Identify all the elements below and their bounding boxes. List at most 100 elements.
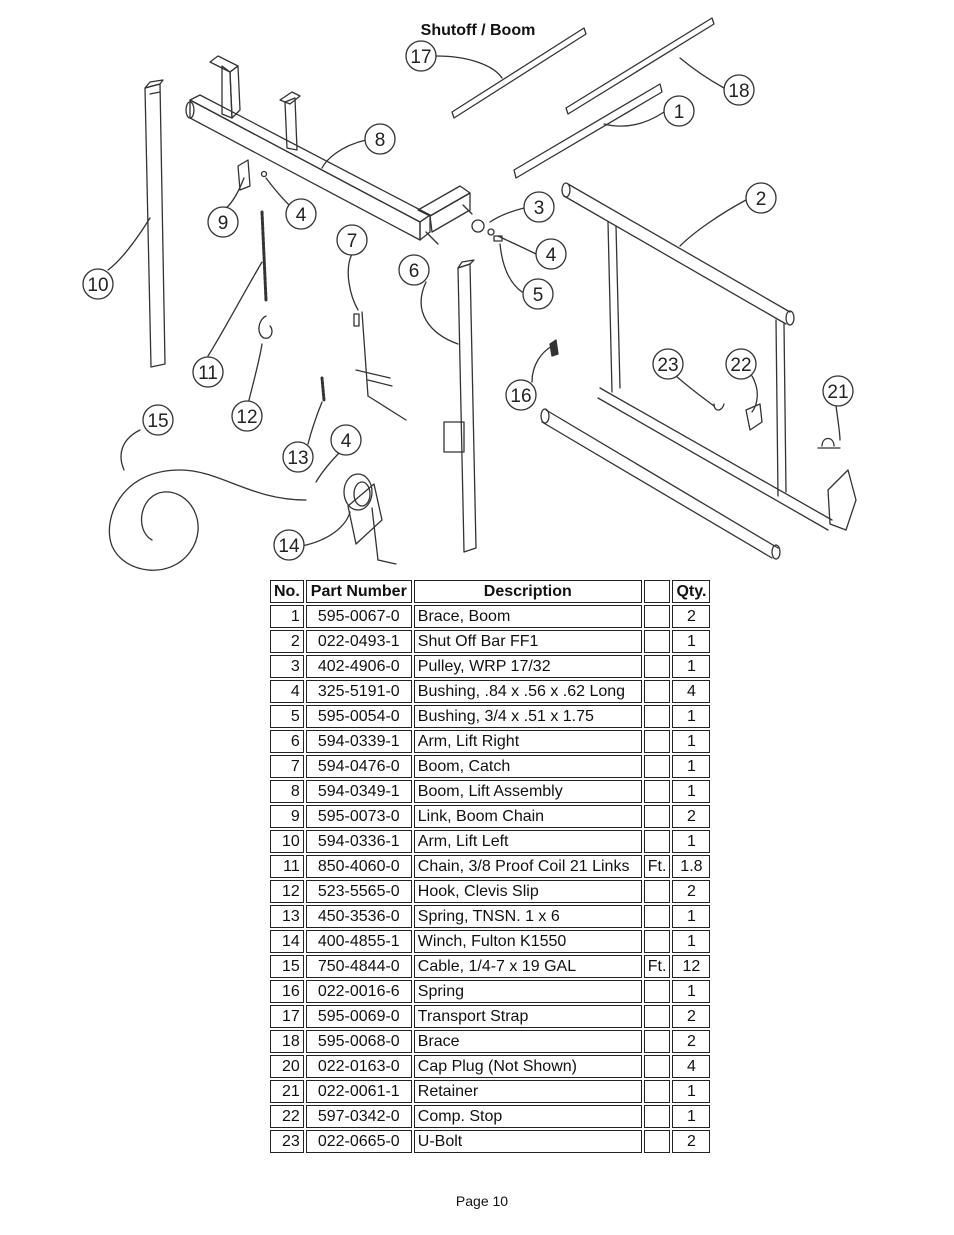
part-qty: 4 (672, 680, 711, 703)
part-13-spring (320, 376, 326, 402)
part-no: 2 (270, 630, 304, 653)
part-description: Comp. Stop (413, 1105, 642, 1128)
callout-17: 17 (410, 47, 431, 68)
part-description: Arm, Lift Right (413, 730, 642, 753)
part-unit (643, 930, 671, 953)
part-no: 14 (270, 930, 304, 953)
part-description: Cap Plug (Not Shown) (413, 1055, 642, 1078)
part-number: 850-4060-0 (305, 855, 412, 878)
part-no: 5 (270, 705, 304, 728)
part-number: 750-4844-0 (305, 955, 412, 978)
part-12-hook (258, 315, 273, 339)
callout-5: 5 (533, 285, 544, 306)
table-header-row: No. Part Number Description Qty. (270, 580, 711, 603)
part-qty: 1 (672, 655, 711, 678)
part-unit (643, 980, 671, 1003)
part-qty: 2 (672, 1130, 711, 1153)
part-no: 21 (270, 1080, 304, 1103)
part-unit (643, 880, 671, 903)
part-qty: 4 (672, 1055, 711, 1078)
part-unit (643, 1055, 671, 1078)
part-no: 23 (270, 1130, 304, 1153)
part-14-winch (343, 473, 397, 565)
part-number: 594-0339-1 (305, 730, 412, 753)
part-23-u-bolt (713, 403, 725, 411)
part-21-retainer (817, 437, 841, 449)
part-no: 18 (270, 1030, 304, 1053)
part-number: 022-0061-1 (305, 1080, 412, 1103)
part-no: 22 (270, 1105, 304, 1128)
callout-9: 9 (218, 213, 229, 234)
part-description: Brace (413, 1030, 642, 1053)
callout-2: 2 (756, 189, 767, 210)
part-qty: 1 (672, 780, 711, 803)
part-unit (643, 905, 671, 928)
part-3-pulley (471, 219, 485, 233)
part-unit (643, 655, 671, 678)
part-no: 11 (270, 855, 304, 878)
part-qty: 2 (672, 605, 711, 628)
part-number: 400-4855-1 (305, 930, 412, 953)
part-description: Link, Boom Chain (413, 805, 642, 828)
part-number: 022-0493-1 (305, 630, 412, 653)
part-number: 523-5565-0 (305, 880, 412, 903)
part-number: 022-0163-0 (305, 1055, 412, 1078)
part-18-brace (565, 17, 715, 115)
part-no: 6 (270, 730, 304, 753)
callout-10: 10 (87, 275, 108, 296)
part-no: 16 (270, 980, 304, 1003)
callout-15: 15 (147, 411, 168, 432)
part-description: Winch, Fulton K1550 (413, 930, 642, 953)
part-description: Retainer (413, 1080, 642, 1103)
part-number: 595-0069-0 (305, 1005, 412, 1028)
part-unit (643, 680, 671, 703)
header-qty: Qty. (672, 580, 711, 603)
part-qty: 1 (672, 1080, 711, 1103)
part-qty: 2 (672, 805, 711, 828)
part-qty: 1 (672, 630, 711, 653)
part-qty: 2 (672, 880, 711, 903)
exploded-parts-diagram: 17 18 1 8 2 3 4 9 4 5 7 6 10 11 12 16 23… (82, 17, 857, 571)
part-17-transport-strap (451, 27, 587, 119)
part-unit (643, 705, 671, 728)
part-description: Spring (413, 980, 642, 1003)
part-number: 595-0068-0 (305, 1030, 412, 1053)
part-unit (643, 805, 671, 828)
callout-4: 4 (296, 205, 307, 226)
callout-22: 22 (730, 355, 751, 376)
callout-4b: 4 (546, 245, 557, 266)
part-qty: 1 (672, 980, 711, 1003)
part-description: Spring, TNSN. 1 x 6 (413, 905, 642, 928)
header-part-number: Part Number (305, 580, 412, 603)
part-number: 595-0054-0 (305, 705, 412, 728)
part-unit (643, 1080, 671, 1103)
page-number: Page 10 (455, 1193, 509, 1209)
part-qty: 1.8 (672, 855, 711, 878)
part-qty: 1 (672, 830, 711, 853)
part-description: Boom, Lift Assembly (413, 780, 642, 803)
header-description: Description (413, 580, 642, 603)
part-7-boom-catch (353, 311, 407, 421)
part-unit (643, 630, 671, 653)
callout-13: 13 (287, 448, 308, 469)
part-unit (643, 605, 671, 628)
part-16-spring (549, 339, 559, 357)
part-11-chain (260, 210, 268, 302)
part-unit (643, 830, 671, 853)
part-description: Cable, 1/4-7 x 19 GAL (413, 955, 642, 978)
